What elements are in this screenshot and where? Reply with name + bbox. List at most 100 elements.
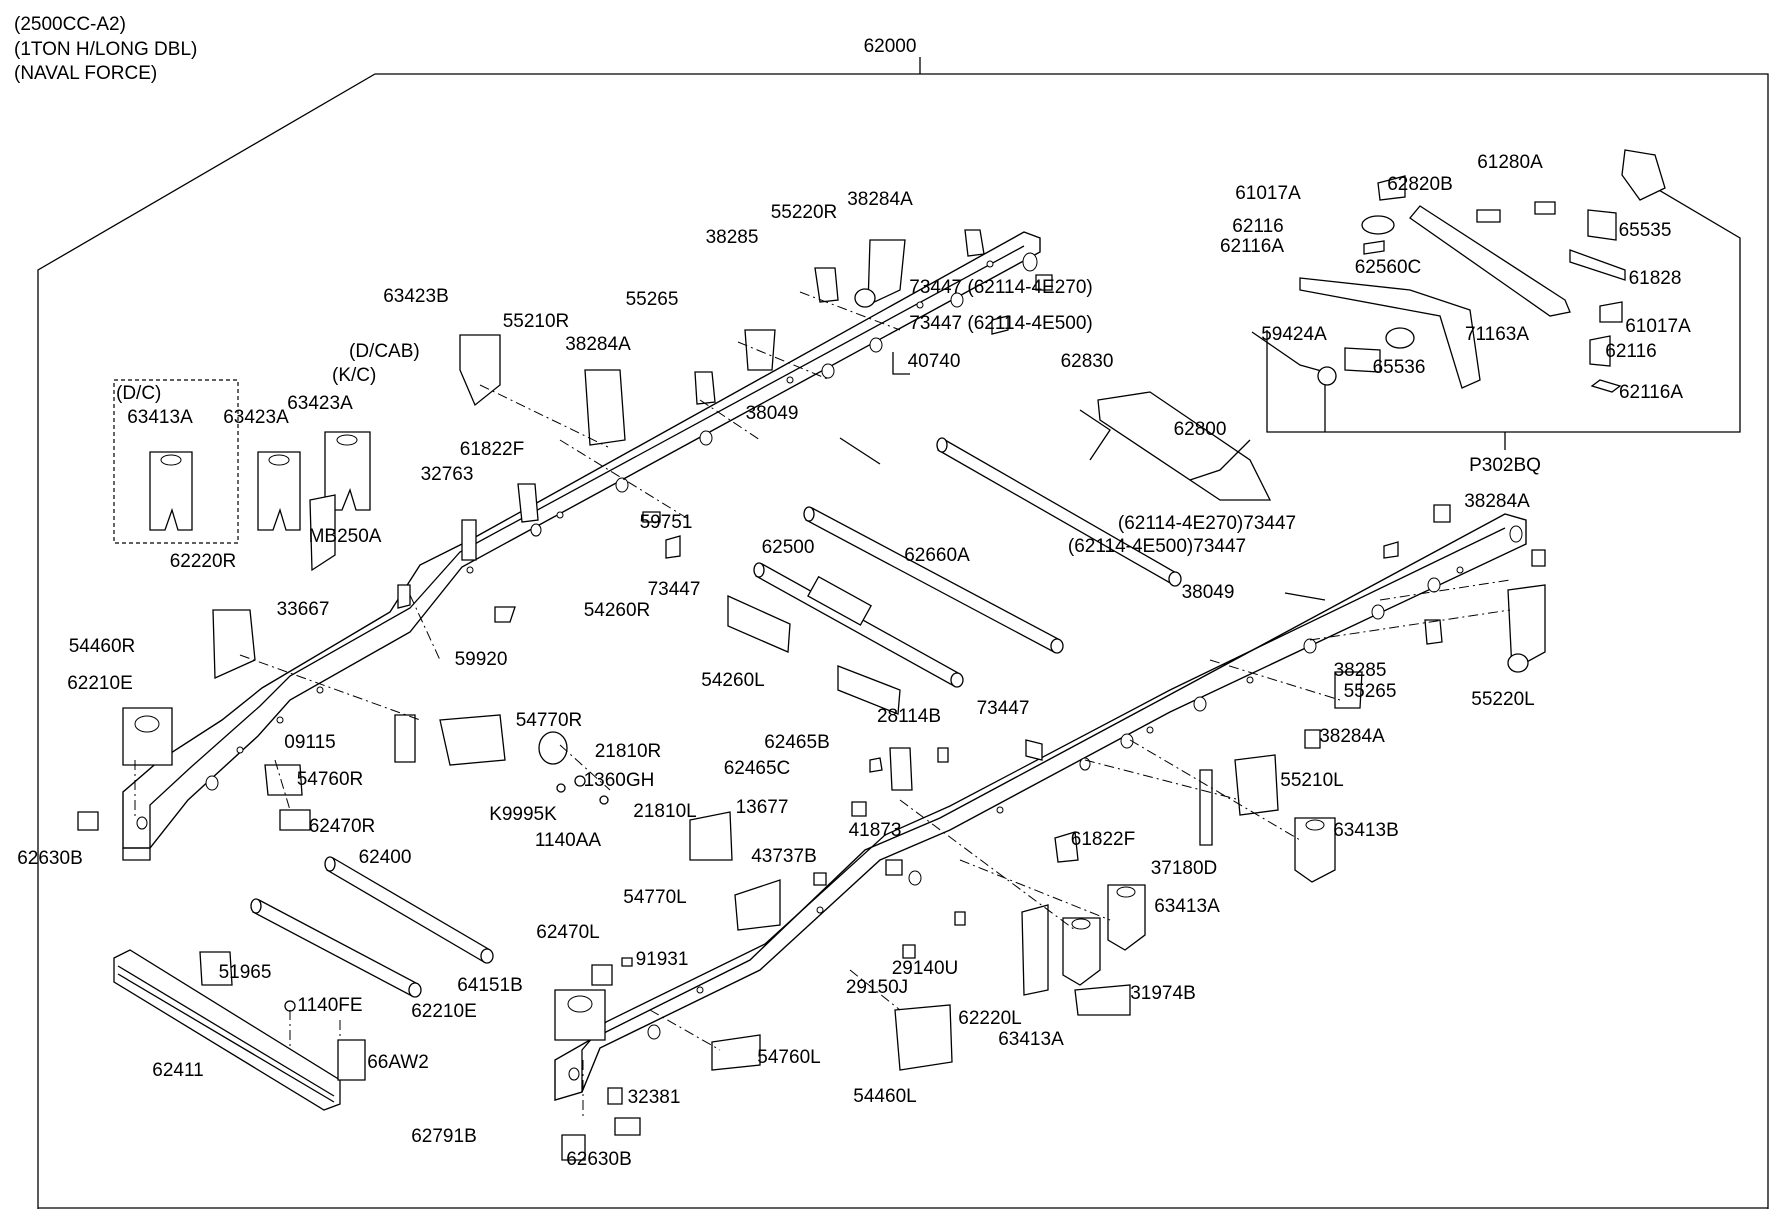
part-callout-c68: 61822F [1071,829,1135,850]
part-callout-c64: 54460L [853,1086,916,1107]
part-callout-c22: 73447 [648,579,701,600]
part-callout-c31: 54770R [516,710,583,731]
part-callout-c91: 62116A [1619,382,1683,403]
frame-right-side-rail [122,231,1041,849]
part-callout-c3: 63423A [287,393,353,414]
part-callout-c37: 1140AA [535,830,602,851]
part-callout-c61: 63413A [998,1029,1064,1050]
frame-left-side-rail [554,513,1527,1101]
part-callout-c54: 54770L [623,887,686,908]
part-callout-c70: 37180D [1151,858,1218,879]
part-callout-c48: 62465C [724,758,791,779]
part-callout-c78: (62114-4E270)73447 [1118,513,1296,534]
front-rail-joint [122,848,151,861]
relation-lines [134,291,1511,1120]
part-callout-c76: 55220L [1471,689,1534,710]
part-callout-c17: 32763 [421,464,474,485]
part-callout-c49: 28114B [877,706,941,727]
part-callout-c8: 38284A [847,189,913,210]
part-callout-c39: 62630B [17,848,83,869]
part-callout-c66: 62791B [411,1126,477,1147]
part-callout-c29: 62210E [67,673,133,694]
dcab-variant-label: (D/CAB) [349,341,420,362]
part-callout-c23: 62500 [762,537,815,558]
part-callout-c42: 1140FE [297,995,362,1016]
part-callout-c15: 62800 [1174,419,1227,440]
part-callout-c84: 62820B [1387,174,1453,195]
part-callout-c19: MB250A [309,526,382,547]
part-callout-c62: 31974B [1130,983,1196,1004]
bracket-parts [77,229,1546,1161]
part-callout-c65: 32381 [628,1087,681,1108]
kit-label: P302BQ [1469,455,1541,476]
part-callout-c43: 62411 [152,1060,203,1081]
part-callout-c2: 63423A [223,407,289,428]
part-callout-c7: 55220R [771,202,838,223]
part-callout-c44: 66AW2 [367,1052,429,1073]
crossmember-62830 [1079,391,1272,501]
crossmember-62800 [936,437,1182,587]
part-callout-c75: 38285 [1334,660,1387,681]
part-callout-c74: 55265 [1344,681,1397,702]
part-callout-c13: 40740 [908,351,961,372]
part-callout-c5: 55210R [503,311,570,332]
dc-variant-box [113,379,239,544]
part-callout-c50: 13677 [736,797,789,818]
part-callout-c60: 62220L [958,1008,1021,1029]
part-callout-c58: 29140U [892,958,959,979]
crossmember-64151B [250,898,422,998]
part-callout-c27: 59920 [455,649,508,670]
spare-tire-carrier-kit [1251,149,1666,393]
part-callout-c24: 62660A [904,545,970,566]
part-callout-c73: 38284A [1319,726,1385,747]
part-callout-c14: 38049 [746,403,799,424]
part-callout-c59: 29150J [846,977,908,998]
part-callout-c26: 33667 [277,599,330,620]
kit-outline [1266,169,1741,450]
part-callout-c46: 21810L [633,801,696,822]
crossmember-62660A [803,506,1064,654]
part-callout-c40: 62400 [359,847,412,868]
part-callout-c87: 62560C [1355,257,1422,278]
part-callout-c80: 38284A [1464,491,1530,512]
part-callout-c30: 54260L [701,670,764,691]
part-callout-c32: 21810R [595,741,662,762]
part-callout-c11: 73447 (62114-4E270) [909,277,1092,298]
part-callout-c88: 61828 [1629,268,1682,289]
part-callout-c1: 63413A [127,407,193,428]
part-callout-c90: 62116 [1605,341,1656,362]
part-callout-c53: 43737B [751,846,817,867]
part-callout-c86: 65535 [1619,220,1672,241]
assembly-number: 62000 [864,36,917,57]
variant-note-force: (NAVAL FORCE) [14,63,157,84]
part-callout-c81: 61017A [1235,183,1301,204]
part-callout-c34: 54760R [297,769,364,790]
rear-bumper-62411 [113,949,341,1111]
part-callout-c9: 55265 [626,289,679,310]
part-callout-c77: 38049 [1182,582,1235,603]
part-callout-c52: 41873 [849,820,902,841]
part-callout-c93: 71163A [1465,324,1529,345]
part-callout-c55: 62470L [536,922,599,943]
kc-variant-label: (K/C) [332,365,376,386]
variant-note-model: (1TON H/LONG DBL) [14,39,197,60]
part-callout-c36: K9995K [489,804,557,825]
dc-variant-label: (D/C) [116,383,161,404]
part-callout-c57: 62210E [411,1001,477,1022]
part-callout-c41: 51965 [219,962,272,983]
assembly-outline [37,57,1769,1209]
part-callout-c45: 64151B [457,975,523,996]
part-callout-c94: 65536 [1373,357,1426,378]
part-callout-c28: 54460R [69,636,136,657]
crossmember-62500 [753,562,964,688]
part-callout-c4: 63423B [383,286,449,307]
part-callout-c92: 59424A [1261,324,1327,345]
part-callout-c16: 62830 [1061,351,1114,372]
part-callout-c85: 61280A [1477,152,1543,173]
part-callout-c21: 59751 [640,512,693,533]
part-callout-c79: (62114-4E500)73447 [1068,536,1246,557]
part-callout-c38: 62470R [309,816,376,837]
part-callout-c82: 62116 [1232,216,1283,237]
part-callout-c25: 54260R [584,600,651,621]
